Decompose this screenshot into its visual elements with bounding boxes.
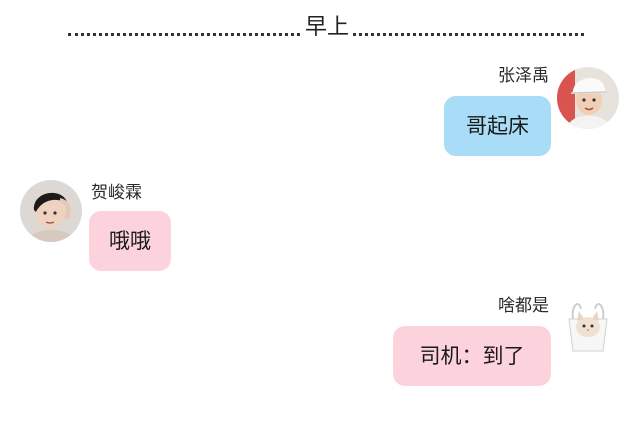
message-2-bubble[interactable]: 哦哦 (89, 211, 171, 271)
dotted-line-right (353, 33, 584, 36)
message-3-sender: 啥都是 (498, 296, 549, 316)
avatar-2[interactable] (20, 180, 82, 242)
time-divider-label: 早上 (304, 15, 349, 40)
message-1-bubble[interactable]: 哥起床 (444, 96, 551, 156)
boy-in-white-cap-avatar-icon (557, 67, 619, 129)
boy-hand-on-head-avatar-icon (20, 180, 82, 242)
dotted-line-left (68, 33, 300, 36)
avatar-3[interactable] (557, 295, 619, 357)
message-2-sender: 贺峻霖 (91, 183, 142, 203)
cat-in-bag-avatar-icon (557, 295, 619, 357)
message-3-bubble[interactable]: 司机：到了 (393, 326, 551, 386)
time-divider: 早上 (68, 14, 584, 44)
message-1-sender: 张泽禹 (498, 66, 549, 86)
avatar-1[interactable] (557, 67, 619, 129)
